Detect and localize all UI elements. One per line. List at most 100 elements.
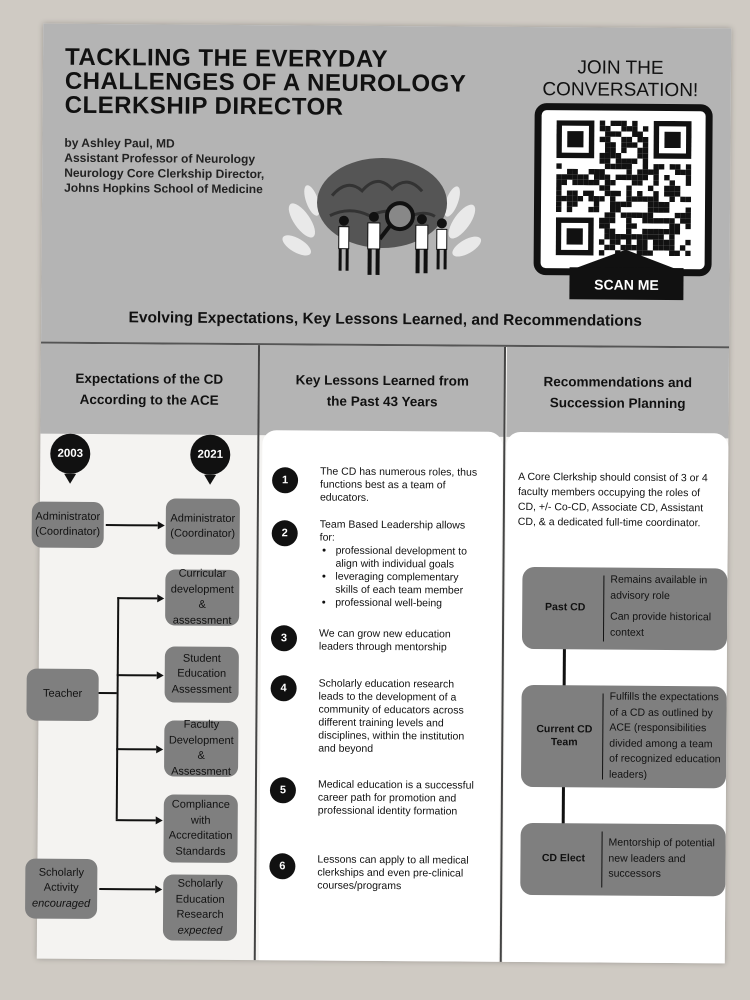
join-line: CONVERSATION! (542, 79, 699, 102)
box-2003-teacher: Teacher (26, 668, 99, 722)
column-header-recommendations: Recommendations and Succession Planning (506, 346, 730, 439)
arrow-right-icon (156, 745, 164, 754)
year-arrow-icon (64, 473, 77, 484)
role-separator (602, 575, 605, 642)
affiliation-line: Johns Hopkins School of Medicine (64, 180, 263, 197)
join-line: JOIN THE (577, 57, 664, 79)
box-label: Student Education Assessment (171, 652, 232, 696)
role-label: Current CD Team (536, 723, 593, 749)
qr-code-icon[interactable] (555, 120, 692, 257)
box-2021-compliance: Compliance with Accreditation Standards (163, 794, 238, 863)
column-header-line: Succession Planning (549, 395, 686, 412)
lesson-text: Scholarly education research leads to th… (318, 677, 465, 755)
role-description: Mentorship of potential new leaders and … (608, 836, 715, 880)
timeline-connector (561, 785, 565, 828)
column-header-line: Recommendations and (543, 374, 693, 391)
connector-line (99, 888, 156, 890)
role-label: CD Elect (541, 852, 586, 865)
box-label: Scholarly Education Research (175, 877, 225, 921)
poster-subtitle: Evolving Expectations, Key Lessons Learn… (128, 309, 642, 330)
role-line: Remains available in advisory role (610, 573, 708, 602)
lesson-item: Medical education is a successful career… (318, 779, 476, 819)
role-description: Remains available in advisory role Can p… (610, 573, 722, 642)
recommendation-intro: A Core Clerkship should consist of 3 or … (517, 470, 708, 530)
role-description: Fulfills the expectations of a CD as out… (609, 690, 721, 781)
author-name: by Ashley Paul, MD (64, 135, 175, 151)
connector-line (116, 748, 157, 750)
poster: Tackling the Everyday Challenges of a Ne… (25, 23, 732, 964)
lesson-text: The CD has numerous roles, thus function… (319, 465, 478, 504)
lesson-number: 4 (270, 675, 297, 702)
role-separator (602, 693, 604, 780)
lesson-bullet: professional development to align with i… (335, 545, 477, 572)
lesson-number: 1 (271, 467, 299, 494)
role-box-current-cd-team: Current CD Team Fulfills the expectation… (520, 684, 727, 789)
column-header-line: the Past 43 Years (326, 393, 438, 410)
brain-illustration (282, 157, 482, 275)
column-header-lessons: Key Lessons Learned from the Past 43 Yea… (259, 345, 506, 437)
box-2021-scholarly: Scholarly Education Research expected (162, 874, 238, 941)
column-header-line: Key Lessons Learned from (295, 372, 469, 389)
lesson-number: 3 (270, 625, 298, 652)
author-block: by Ashley Paul, MD Assistant Professor o… (64, 136, 264, 197)
box-2003-administrator: Administrator (Coordinator) (31, 501, 104, 549)
lesson-bullet: professional well-being (335, 597, 477, 611)
join-heading: JOIN THE CONVERSATION! (533, 57, 708, 102)
box-label: Administrator (Coordinator) (170, 512, 236, 540)
poster-header: Tackling the Everyday Challenges of a Ne… (41, 23, 732, 349)
connector-line (117, 597, 158, 599)
box-label: Administrator (Coordinator) (35, 510, 101, 539)
lesson-item: We can grow new education leaders throug… (319, 628, 477, 655)
box-label-italic: encouraged (32, 897, 91, 910)
connector-line (116, 674, 157, 676)
lesson-item: Lessons can apply to all medical clerksh… (317, 854, 475, 894)
lesson-number: 6 (269, 853, 296, 880)
arrow-right-icon (157, 594, 165, 603)
connector-line (115, 819, 156, 821)
timeline-connector (562, 647, 566, 690)
lesson-bullet: leveraging complementary skills of each … (335, 571, 477, 598)
role-box-past-cd: Past CD Remains available in advisory ro… (521, 566, 728, 651)
title-line: Clerkship Director (64, 91, 344, 121)
scan-me-label: SCAN ME (569, 267, 684, 301)
role-line: Can provide historical context (609, 610, 712, 639)
year-badge-2021: 2021 (190, 434, 231, 475)
box-label: Faculty Development & Assessment (168, 718, 234, 778)
connector-line (98, 692, 117, 694)
qr-code-frame[interactable] (533, 103, 713, 277)
lesson-item: The CD has numerous roles, thus function… (320, 466, 478, 506)
column-header-line: Expectations of the CD (75, 370, 224, 387)
lesson-number: 5 (269, 777, 297, 804)
box-2021-curricular: Curricular development & assessment (165, 567, 240, 627)
year-badge-2003: 2003 (50, 433, 91, 474)
affiliation-line: Assistant Professor of Neurology (64, 150, 256, 167)
box-label: Compliance with Accreditation Standards (168, 798, 233, 858)
lesson-number: 2 (271, 520, 298, 547)
box-2021-faculty-development: Faculty Development & Assessment (164, 718, 239, 778)
arrow-right-icon (155, 885, 163, 894)
arrow-right-icon (156, 671, 164, 680)
lesson-item: Team Based Leadership allows for: profes… (319, 519, 478, 611)
role-separator (601, 831, 603, 888)
role-box-cd-elect: CD Elect Mentorship of potential new lea… (520, 822, 726, 897)
lesson-item: Scholarly education research leads to th… (318, 678, 477, 757)
arrow-right-icon (155, 816, 163, 825)
lesson-text: Lessons can apply to all medical clerksh… (317, 853, 469, 893)
affiliation-line: Neurology Core Clerkship Director, (64, 165, 265, 182)
poster-title: Tackling the Everyday Challenges of a Ne… (64, 44, 535, 121)
box-label-italic: expected (177, 924, 223, 937)
box-label: Teacher (42, 687, 83, 701)
box-2021-student-assessment: Student Education Assessment (164, 646, 239, 703)
arrow-right-icon (157, 521, 165, 530)
connector-line (115, 597, 119, 820)
year-arrow-icon (204, 474, 217, 485)
lesson-text: Team Based Leadership allows for: (319, 518, 466, 544)
box-label: Curricular development & assessment (170, 567, 234, 627)
lesson-text: We can grow new education leaders throug… (318, 627, 451, 654)
role-label: Past CD (545, 601, 586, 614)
connector-line (105, 524, 158, 526)
box-2021-administrator: Administrator (Coordinator) (165, 498, 240, 555)
lesson-text: Medical education is a successful career… (317, 778, 474, 818)
column-header-line: According to the ACE (79, 391, 219, 408)
